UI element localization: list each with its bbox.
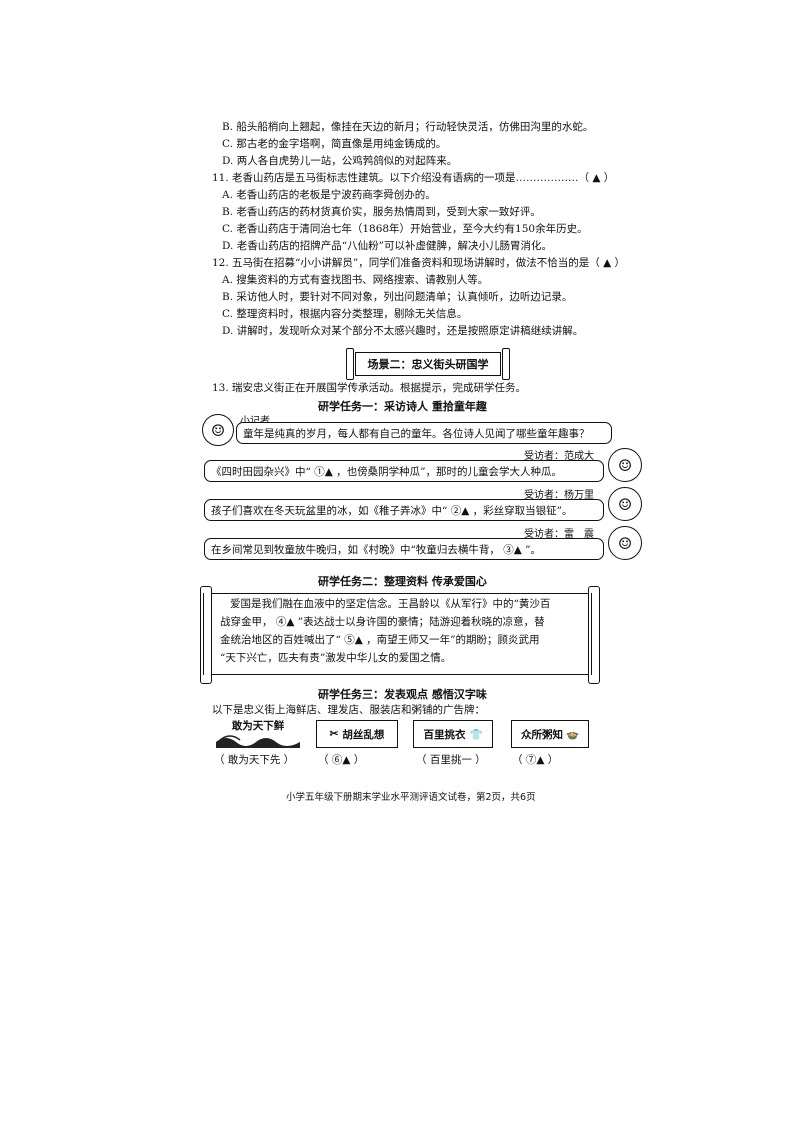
reporter-label: 小记者 — [240, 412, 270, 427]
task2-title: 研学任务二：整理资料 传承爱国心 — [318, 575, 487, 588]
q11-option-c: C. 老香山药店于清同治七年（1868年）开始营业，至今大约有150余年历史。 — [222, 223, 588, 235]
q11-stem: 11. 老香山药店是五马街标志性建筑。以下介绍没有语病的一项是………………（ ▲… — [212, 172, 615, 184]
porridge-sign: 众所粥知 🍲 — [511, 720, 589, 748]
q12-option-a: A. 搜集资料的方式有查找图书、网络搜索、请教别人等。 — [222, 274, 489, 286]
scroll-content — [212, 593, 588, 675]
q10-option-c: C. 那古老的金字塔啊，简直像是用纯金铸成的。 — [222, 138, 447, 150]
q13-stem: 13. 瑞安忠义街正在开展国学传承活动。根据提示，完成研学任务。 — [212, 382, 527, 394]
interviewee3-answer: 在乡间常见到牧童放牛晚归，如《村晚》中“牧童归去横牛背， ③▲ ”。 — [211, 543, 541, 556]
wave-icon — [216, 735, 300, 748]
task2-line2: 战穿金甲， ④▲ ”表达战士以身许国的豪情；陆游迎着秋晓的凉意，替 — [220, 616, 545, 628]
answer-4: （ ⑦▲ ） — [512, 754, 559, 766]
q12-stem: 12. 五马街在招募“小小讲解员”，同学们准备资料和现场讲解时，做法不恰当的是（… — [212, 257, 626, 269]
reporter-question: 童年是纯真的岁月，每人都有自己的童年。各位诗人见闻了哪些童年趣事？ — [243, 427, 590, 440]
poet-fan-chengda-avatar-icon: ☺ — [608, 448, 642, 482]
task3-intro: 以下是忠义街上海鲜店、理发店、服装店和粥铺的广告牌： — [212, 704, 485, 716]
task2-line4: “天下兴亡，匹夫有责”激发中华儿女的爱国之情。 — [220, 652, 452, 664]
scroll-left-roll — [200, 586, 212, 684]
q10-option-d: D. 两人各自虎势儿一站，公鸡鹁鸽似的对起阵来。 — [222, 155, 458, 167]
answer-2: （ ⑥▲ ） — [318, 754, 365, 766]
scene2-banner-text: 场景二：忠义街头研国学 — [367, 358, 489, 371]
task3-title: 研学任务三：发表观点 感悟汉字味 — [318, 688, 487, 701]
barber-chair-icon: ✂ — [329, 728, 339, 740]
q11-option-b: B. 老香山药店的药材货真价实，服务热情周到，受到大家一致好评。 — [222, 206, 541, 218]
interviewee1-bubble: 《四时田园杂兴》中“ ①▲ ，也傍桑阴学种瓜”，那时的儿童会学大人种瓜。 — [204, 460, 604, 482]
q12-option-c: C. 整理资料时，根据内容分类整理，剔除无关信息。 — [222, 308, 468, 320]
task1-title: 研学任务一：采访诗人 重拾童年趣 — [318, 400, 487, 413]
poet-yang-wanli-avatar-icon: ☺ — [608, 487, 642, 521]
seafood-sign: 敢为天下鲜 — [214, 718, 302, 748]
q10-option-b: B. 船头船梢向上翘起，像挂在天边的新月；行动轻快灵活，仿佛田沟里的水蛇。 — [222, 121, 594, 133]
task2-line1: 爱国是我们融在血液中的坚定信念。王昌龄以《从军行》中的“黄沙百 — [230, 598, 551, 610]
interviewee2-label: 受访者：杨万里 — [524, 490, 594, 501]
q12-option-b: B. 采访他人时，要针对不同对象，列出问题清单；认真倾听，边听边记录。 — [222, 291, 573, 303]
reporter-bubble: 童年是纯真的岁月，每人都有自己的童年。各位诗人见闻了哪些童年趣事？ — [236, 422, 612, 444]
scene2-banner: 场景二：忠义街头研国学 — [346, 348, 510, 380]
interviewee2-answer: 孩子们喜欢在冬天玩盆里的冰，如《稚子弄冰》中“ ②▲ ，彩丝穿取当银钲”。 — [211, 504, 573, 517]
barber-sign-text: 胡丝乱想 — [342, 728, 385, 741]
q12-option-d: D. 讲解时，发现听众对某个部分不太感兴趣时，还是按照原定讲稿继续讲解。 — [222, 325, 584, 337]
answer-1: （ 敢为天下先 ） — [214, 754, 295, 766]
task2-line3: 金统治地区的百姓喊出了“ ⑤▲ ，南望王师又一年”的期盼；顾炎武用 — [220, 634, 540, 646]
interviewee1-answer: 《四时田园杂兴》中“ ①▲ ，也傍桑阴学种瓜”，那时的儿童会学大人种瓜。 — [211, 465, 562, 478]
interviewee3-bubble: 在乡间常见到牧童放牛晚归，如《村晚》中“牧童归去横牛背， ③▲ ”。 — [204, 538, 604, 560]
bowl-icon: 🍲 — [565, 728, 580, 741]
interviewee3-label: 受访者：雷 震 — [524, 529, 594, 540]
poet-lei-zhen-avatar-icon: ☺ — [608, 526, 642, 560]
porridge-sign-text: 众所粥知 — [520, 728, 563, 741]
reporter-avatar-icon: ☺ — [202, 414, 234, 446]
answer-3: （ 百里挑一 ） — [416, 754, 486, 766]
barber-sign: ✂ 胡丝乱想 — [316, 720, 398, 748]
q11-option-d: D. 老香山药店的招牌产品“八仙粉”可以补虚健脾，解决小儿肠胃消化。 — [222, 240, 552, 252]
interviewee1-label: 受访者：范成大 — [524, 451, 594, 462]
clothing-sign: 百里挑衣 👕 — [413, 720, 493, 748]
scroll-right-roll — [588, 586, 600, 684]
q11-option-a: A. 老香山药店的老板是宁波药商李舜创办的。 — [222, 189, 436, 201]
page-footer: 小学五年级下册期末学业水平测评语文试卷，第2页，共6页 — [286, 792, 536, 803]
interviewee2-bubble: 孩子们喜欢在冬天玩盆里的冰，如《稚子弄冰》中“ ②▲ ，彩丝穿取当银钲”。 — [204, 499, 604, 521]
clothing-sign-text: 百里挑衣 — [423, 728, 466, 741]
seafood-sign-text: 敢为天下鲜 — [231, 720, 285, 732]
shirt-icon: 👕 — [469, 728, 483, 741]
